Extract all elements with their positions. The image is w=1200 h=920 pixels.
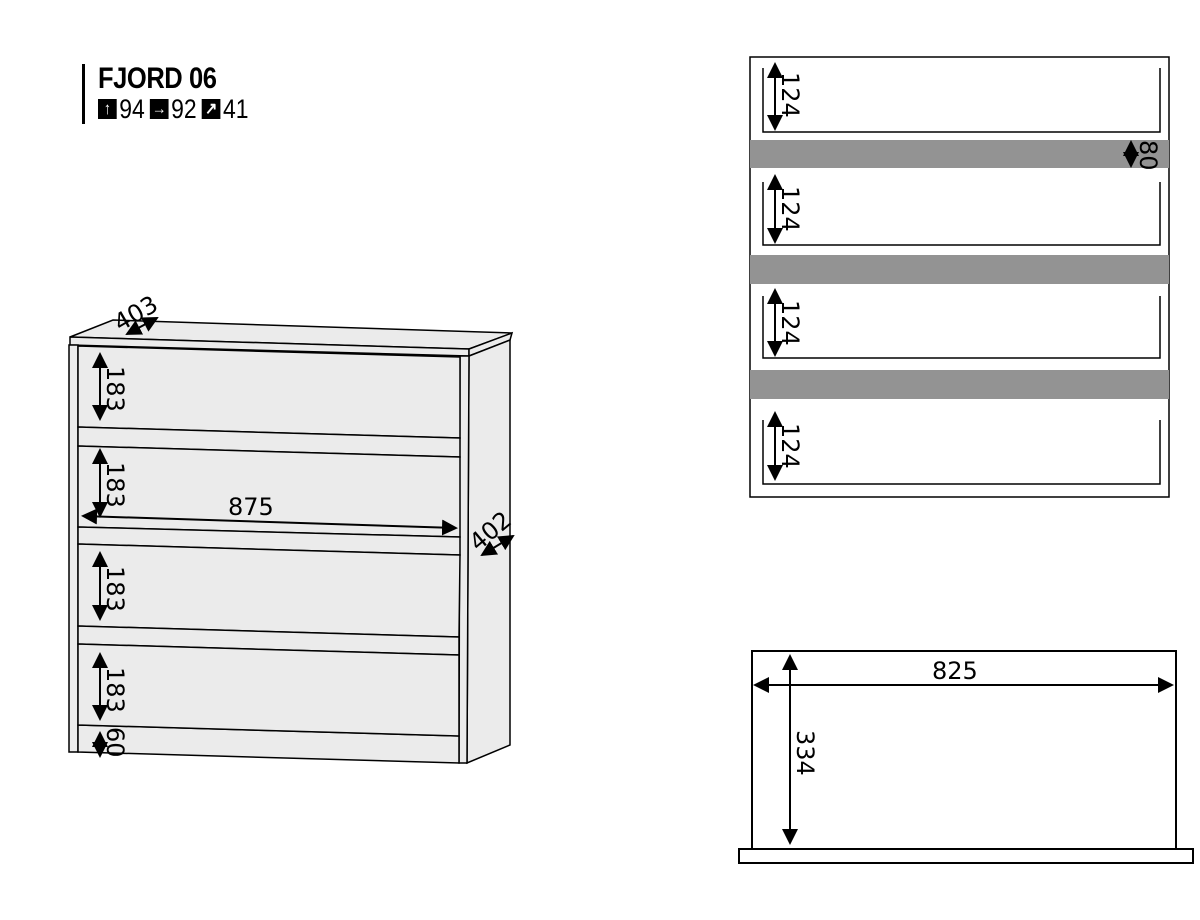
arrow-diagonal-icon: ↗ <box>201 99 221 119</box>
width-value: 92 <box>171 94 197 124</box>
drawer-box-2 <box>762 182 1161 246</box>
drawer-front-1 <box>77 345 461 439</box>
drawer-base <box>738 848 1194 864</box>
drawer-section-view <box>749 56 1170 498</box>
drawer-front-2 <box>77 445 461 538</box>
dim-drawer-3: 183 <box>101 566 129 612</box>
gap-band-3 <box>750 370 1169 399</box>
dim-drawer-4: 183 <box>101 667 129 713</box>
dresser-front-view <box>68 319 514 765</box>
dim-gap: 80 <box>1134 140 1162 171</box>
overall-dimensions: ↑94 →92 ↗41 <box>98 94 254 124</box>
drawer-box-1 <box>762 68 1161 133</box>
drawer-box-4 <box>762 420 1161 485</box>
dim-section-4: 124 <box>776 423 804 469</box>
dim-section-2: 124 <box>776 186 804 232</box>
dim-width: 875 <box>228 493 274 521</box>
height-value: 94 <box>119 94 145 124</box>
gap-band-2 <box>750 255 1169 284</box>
product-title: FJORD 06 <box>98 62 217 95</box>
depth-value: 41 <box>223 94 249 124</box>
section-dimensions <box>767 62 1139 481</box>
dim-drawer-2: 183 <box>101 462 129 508</box>
dim-drawer-1: 183 <box>101 366 129 412</box>
left-side-panel <box>68 344 79 753</box>
dim-section-1: 124 <box>776 72 804 118</box>
dim-section-3: 124 <box>776 300 804 346</box>
front-view-dimensions <box>81 317 515 758</box>
arrow-up-icon: ↑ <box>98 99 117 119</box>
dim-drawer-width: 825 <box>932 657 978 685</box>
drawer-top-view <box>738 650 1194 864</box>
product-header: FJORD 06 ↑94 →92 ↗41 <box>82 64 281 124</box>
drawer-front-4 <box>77 643 460 737</box>
dim-drawer-depth: 334 <box>791 730 819 776</box>
gap-band-1 <box>750 140 1169 168</box>
drawer-front-3 <box>77 543 461 638</box>
drawer-box-3 <box>762 296 1161 359</box>
arrow-right-icon: → <box>149 99 169 119</box>
dim-plinth: 60 <box>101 727 129 758</box>
